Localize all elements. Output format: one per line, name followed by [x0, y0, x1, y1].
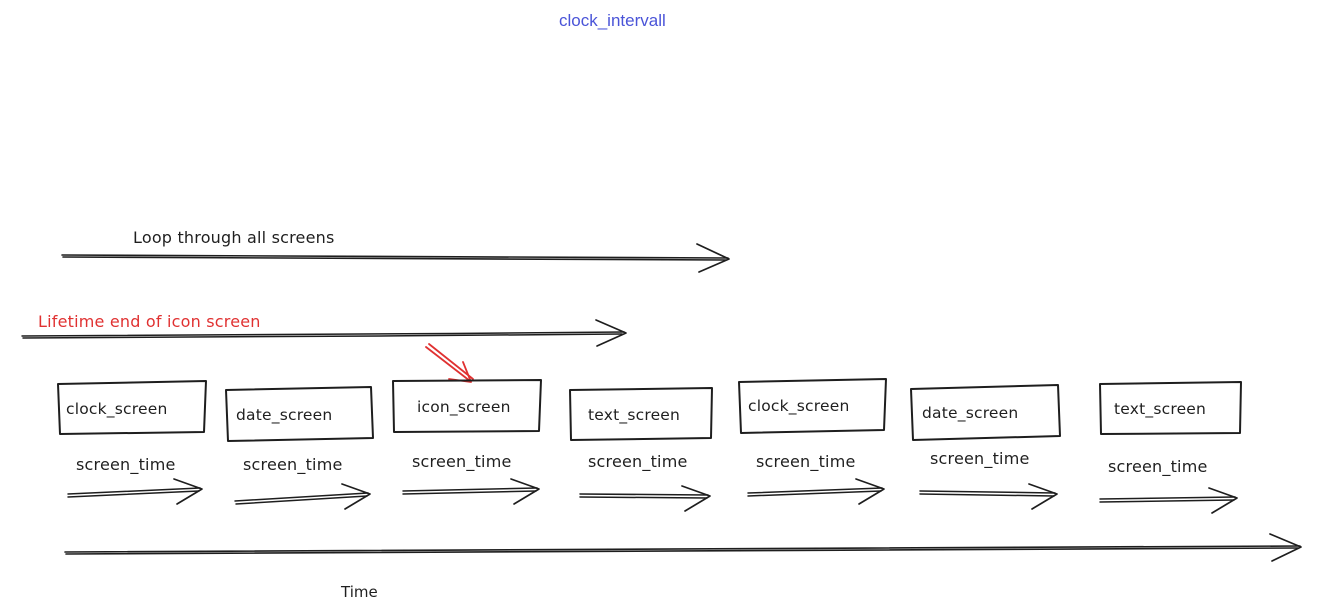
- screen-box-label: date_screen: [236, 406, 332, 425]
- screen-time-label: screen_time: [756, 452, 856, 472]
- screen-time-arrow-3: screen_time: [402, 452, 540, 505]
- lifetime-arrow-group: Lifetime end of icon screen: [21, 312, 627, 347]
- screen-time-label: screen_time: [243, 455, 343, 475]
- time-axis-label: Time: [340, 583, 378, 601]
- screen-time-label: screen_time: [930, 449, 1030, 469]
- screen-box-icon[interactable]: icon_screen: [392, 379, 542, 433]
- screen-time-label: screen_time: [1108, 457, 1208, 477]
- screen-time-label: screen_time: [588, 452, 688, 472]
- screen-time-arrow-7: screen_time: [1099, 457, 1238, 514]
- screen-box-label: icon_screen: [417, 398, 511, 417]
- screen-box-label: clock_screen: [66, 400, 168, 419]
- screen-box-date-1[interactable]: date_screen: [225, 386, 374, 442]
- screen-box-clock-1[interactable]: clock_screen: [57, 380, 207, 435]
- screen-box-label: date_screen: [922, 404, 1018, 423]
- screen-box-text-1[interactable]: text_screen: [569, 387, 713, 441]
- screen-time-label: screen_time: [76, 455, 176, 475]
- icon-screen-pointer-arrow: [425, 343, 474, 383]
- screen-time-arrow-2: screen_time: [234, 455, 371, 510]
- screen-box-label: clock_screen: [748, 397, 850, 416]
- screen-time-arrow-1: screen_time: [67, 455, 203, 505]
- screen-box-label: text_screen: [588, 406, 680, 425]
- page-title: clock_intervall: [559, 11, 666, 30]
- time-axis: Time: [64, 533, 1302, 601]
- screen-box-label: text_screen: [1114, 400, 1206, 419]
- loop-arrow-group: Loop through all screens: [61, 228, 730, 273]
- screen-box-date-2[interactable]: date_screen: [910, 384, 1061, 441]
- screen-time-label: screen_time: [412, 452, 512, 472]
- screen-time-arrow-5: screen_time: [747, 452, 885, 505]
- screen-time-arrow-4: screen_time: [579, 452, 711, 512]
- lifetime-arrow-label: Lifetime end of icon screen: [38, 312, 261, 331]
- screen-box-clock-2[interactable]: clock_screen: [738, 378, 887, 434]
- screen-box-text-2[interactable]: text_screen: [1099, 381, 1242, 435]
- loop-arrow-label: Loop through all screens: [133, 228, 335, 247]
- screen-time-arrow-6: screen_time: [919, 449, 1058, 510]
